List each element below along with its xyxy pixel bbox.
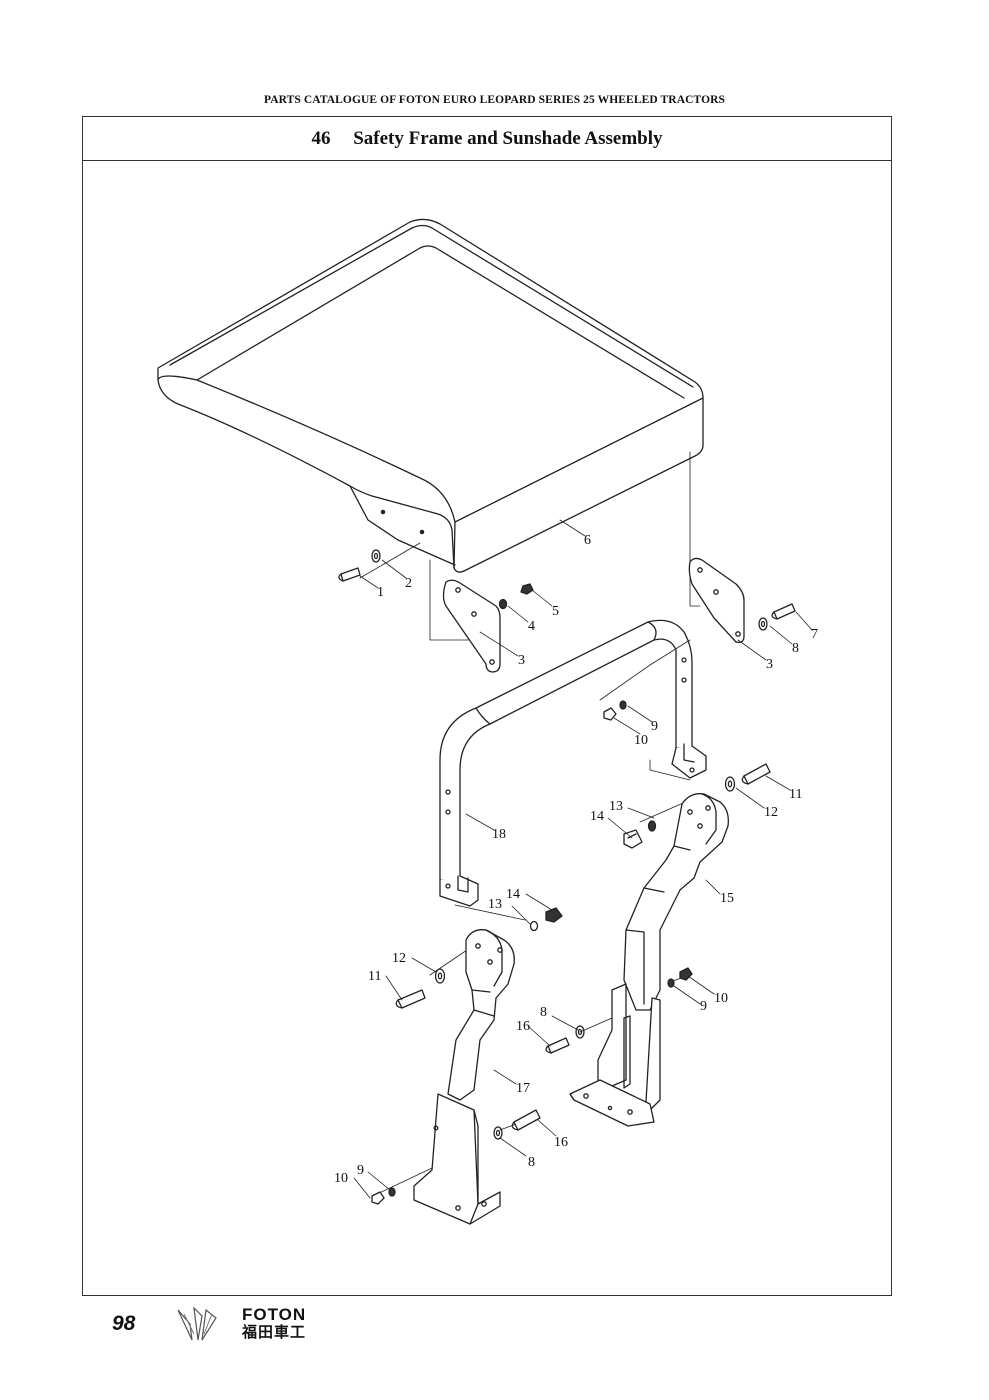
- catalogue-header: PARTS CATALOGUE OF FOTON EURO LEOPARD SE…: [263, 94, 726, 106]
- figure-title-bar: 46 Safety Frame and Sunshade Assembly: [83, 117, 891, 161]
- right-post-washer-8: [575, 1025, 585, 1039]
- callout-1: 1: [377, 585, 384, 600]
- left-post-washer-9: [388, 1187, 396, 1197]
- left-nut-5: [520, 583, 534, 595]
- callout-3-left: 3: [518, 653, 525, 668]
- callout-9-frame: 9: [651, 719, 658, 734]
- callout-10-frame: 10: [634, 733, 648, 748]
- left-post-bolt-11: [395, 989, 426, 1009]
- right-bracket: [688, 557, 745, 644]
- callout-4: 4: [528, 619, 535, 634]
- callout-3-right: 3: [766, 657, 773, 672]
- callout-labels: 1 2 3 4 5 6 3 7 8 9 10 11 12 13 14 18 15…: [334, 533, 818, 1186]
- callout-5: 5: [552, 604, 559, 619]
- frame-washer-9a: [619, 700, 627, 710]
- callout-15: 15: [720, 891, 734, 906]
- callout-11-right: 11: [789, 787, 802, 802]
- callout-9-right-post: 9: [700, 999, 707, 1014]
- left-washer-2: [371, 549, 381, 563]
- callout-7: 7: [811, 627, 818, 642]
- figure-frame: 46 Safety Frame and Sunshade Assembly: [82, 116, 892, 1296]
- callout-11-left: 11: [368, 969, 381, 984]
- callout-8-bracket: 8: [792, 641, 799, 656]
- right-post-washer-9: [667, 978, 675, 988]
- left-post-washer-8: [493, 1126, 503, 1140]
- callout-16-right-post: 16: [516, 1019, 530, 1034]
- sunshade-canopy: [157, 218, 704, 573]
- callout-12-right: 12: [764, 805, 778, 820]
- left-post-washer-12: [434, 968, 446, 984]
- left-post-17: [413, 929, 515, 1225]
- left-washer-4: [498, 598, 508, 610]
- right-washer-8: [758, 617, 768, 631]
- brand-name: FOTON: [242, 1305, 307, 1324]
- callout-14-left: 14: [506, 887, 520, 902]
- right-post-bolt-11: [741, 763, 771, 785]
- callout-16-left-post: 16: [554, 1135, 568, 1150]
- left-post-washer-13: [529, 920, 539, 932]
- callout-2: 2: [405, 576, 412, 591]
- left-post-nut-14: [545, 907, 563, 923]
- figure-title: Safety Frame and Sunshade Assembly: [353, 128, 663, 149]
- page-number: 98: [112, 1312, 136, 1335]
- frame-nut-10a: [603, 707, 617, 721]
- callout-12-left: 12: [392, 951, 406, 966]
- callout-8-right-post: 8: [540, 1005, 547, 1020]
- callout-18: 18: [492, 827, 506, 842]
- right-post-bolt-16: [545, 1037, 570, 1054]
- callout-9-left-post: 9: [357, 1163, 364, 1178]
- left-post-nut-10: [371, 1191, 385, 1205]
- leader-lines: [353, 519, 813, 1199]
- right-post-15: [569, 793, 729, 1127]
- right-post-nut-10: [679, 967, 693, 981]
- left-post-bolt-16: [511, 1109, 541, 1131]
- safety-frame-18: [439, 619, 707, 907]
- left-bolt-1: [338, 567, 361, 582]
- callout-14-right: 14: [590, 809, 604, 824]
- right-post-washer-13: [647, 820, 657, 832]
- right-bolt-7: [771, 603, 796, 620]
- foton-logo-icon: [177, 1306, 217, 1341]
- brand-name-chinese: 福田車工: [242, 1323, 307, 1341]
- callout-10-left-post: 10: [334, 1171, 348, 1186]
- right-post-washer-12: [724, 776, 736, 792]
- left-bracket: [442, 579, 501, 673]
- callout-6: 6: [584, 533, 591, 548]
- callout-8-left-post: 8: [528, 1155, 535, 1170]
- callout-13-right: 13: [609, 799, 623, 814]
- callout-13-left: 13: [488, 897, 502, 912]
- right-post-nut-14: [623, 829, 643, 849]
- figure-number: 46: [311, 128, 331, 149]
- callout-17: 17: [516, 1081, 530, 1096]
- callout-10-right-post: 10: [714, 991, 728, 1006]
